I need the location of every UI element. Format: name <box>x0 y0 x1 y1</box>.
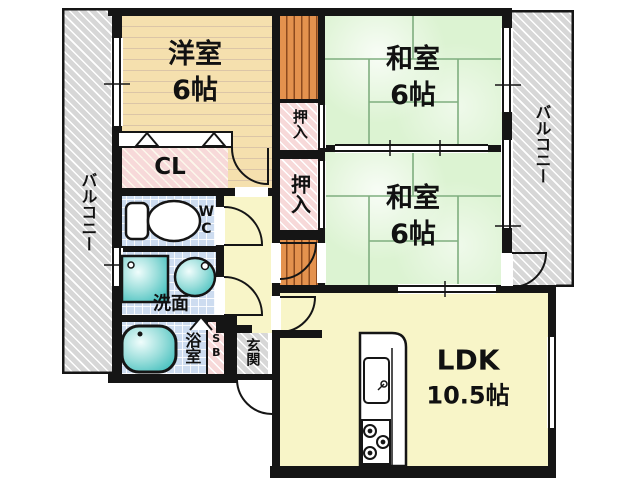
tatami-mat-lines <box>325 16 502 285</box>
toilet-icon <box>124 199 202 243</box>
bathtub-icon <box>120 324 178 374</box>
room-label-washitsu1: 和室 <box>386 43 440 75</box>
balcony-right-floor <box>512 12 572 285</box>
genkan-floor <box>237 333 268 374</box>
oshiire1-floor <box>280 102 318 150</box>
entry-door-arc <box>235 378 273 415</box>
wc-door-arc <box>223 206 264 246</box>
balcony-right-label: バルコニー <box>532 104 552 184</box>
wash-basin-icon <box>173 256 217 298</box>
closet-label-sb: SB <box>209 332 223 360</box>
room-label-wc: WC <box>198 204 215 238</box>
room-label-washitsu2: 和室 <box>386 182 440 214</box>
room-size-washitsu2: 6帖 <box>390 218 436 250</box>
balcony-left-label: バルコニー <box>78 172 98 252</box>
kitchen-counter-icon <box>358 331 408 468</box>
room-ldk-floor <box>280 293 548 466</box>
windows-and-openings <box>111 28 557 428</box>
balcony-door-arc <box>511 252 548 288</box>
corridor-top-floor <box>280 16 318 102</box>
yoshitsu-door-arc <box>231 147 269 186</box>
room-size-washitsu1: 6帖 <box>390 79 436 111</box>
hallway-floor <box>224 188 272 333</box>
washer-pan-icon <box>120 254 170 304</box>
room-label-genkan: 玄関 <box>244 338 261 366</box>
room-washitsu2-floor <box>325 152 502 285</box>
balcony-outlines <box>62 8 574 374</box>
closet-label-oshiire1: 押入 <box>290 109 309 139</box>
room-label-bath: 浴室 <box>182 332 202 364</box>
ldk-door-arc <box>279 296 317 333</box>
room-size-ldk: 10.5帖 <box>426 381 510 410</box>
room-size-yoshitsu: 6帖 <box>172 74 218 106</box>
closet-label-oshiire2: 押入 <box>287 174 312 214</box>
kitchen-sink-icon <box>363 357 390 404</box>
oshiire2-floor <box>280 158 318 230</box>
closet-cl-floor <box>118 147 228 188</box>
room-label-ldk: LDK <box>436 343 500 377</box>
balcony-left-floor <box>64 10 112 372</box>
closet-label-cl: CL <box>154 153 186 180</box>
room-washitsu1-floor <box>325 16 502 145</box>
room-label-senmen: 洗面 <box>153 293 189 315</box>
stove-burners-icon <box>363 424 390 460</box>
door-arcs <box>223 147 548 415</box>
shoebox-floor <box>208 322 224 374</box>
closet-hanger-icon <box>117 131 233 148</box>
bath-door-icon <box>189 315 213 331</box>
senmen-door-arc <box>223 276 264 316</box>
room-label-yoshitsu: 洋室 <box>168 38 222 70</box>
vestibule-door-arc <box>279 242 318 280</box>
